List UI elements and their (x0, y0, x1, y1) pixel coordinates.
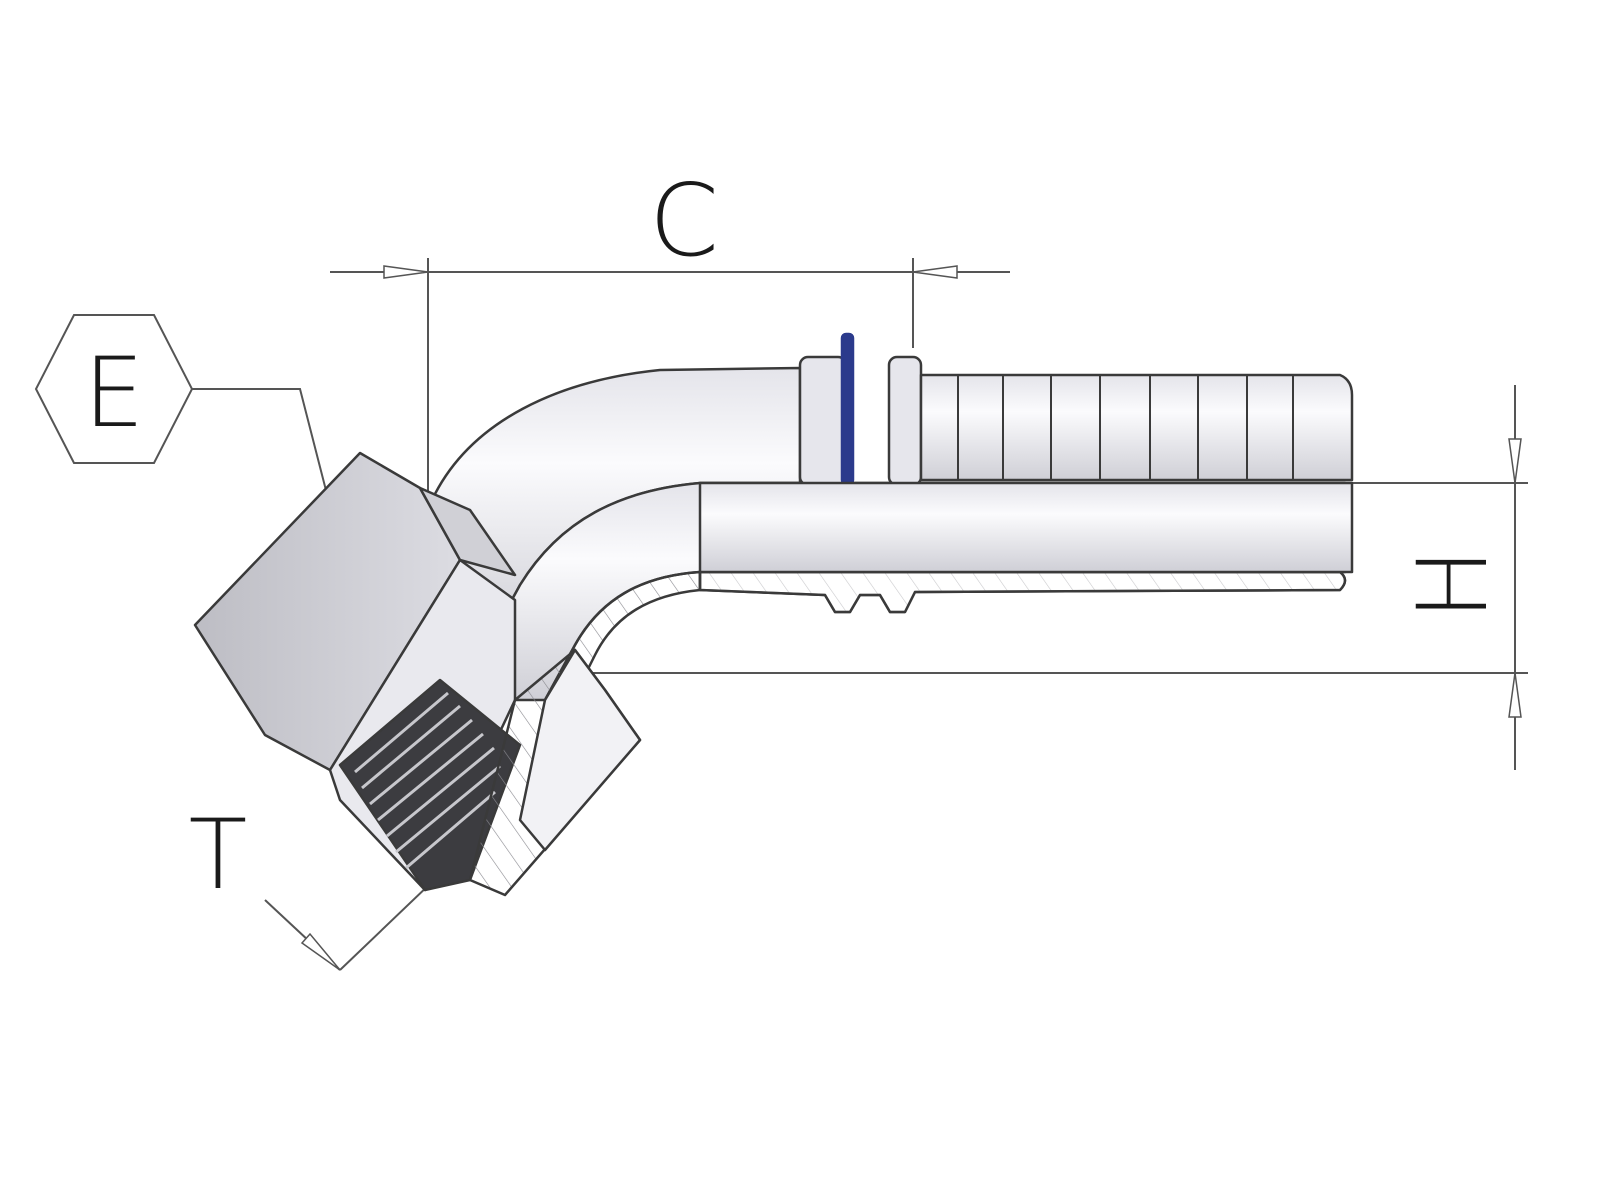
stem-barbs (957, 375, 1294, 480)
dimension-c-left-arrow (383, 265, 429, 279)
dimension-h-label: H (1397, 548, 1509, 620)
dimension-e: E (34, 314, 345, 550)
dimension-c-right-arrow (912, 265, 958, 279)
stem-section-fill (698, 570, 1347, 614)
nut-chamfer (418, 486, 517, 577)
o-ring (840, 332, 855, 486)
stem-bore (698, 481, 1354, 574)
dimension-t-extension (339, 881, 433, 971)
dimension-c: C (330, 162, 1010, 668)
dimension-c-label: C (649, 162, 719, 279)
dimension-t-arrow (300, 932, 341, 971)
thread-lines (354, 691, 501, 870)
nut-sleeve-face (518, 648, 642, 852)
dimension-h-bottom-arrow (1508, 672, 1522, 718)
collar-ring-2 (887, 355, 923, 487)
dimension-t-label: T (189, 799, 248, 911)
dimension-h-top-arrow (1508, 438, 1522, 484)
collar-ring-1 (798, 355, 848, 487)
barbed-stem (919, 373, 1354, 482)
dimension-e-label: E (84, 337, 145, 449)
fitting-body (193, 332, 1354, 897)
dimension-h: H (428, 385, 1528, 770)
dimension-t: T (189, 799, 433, 971)
